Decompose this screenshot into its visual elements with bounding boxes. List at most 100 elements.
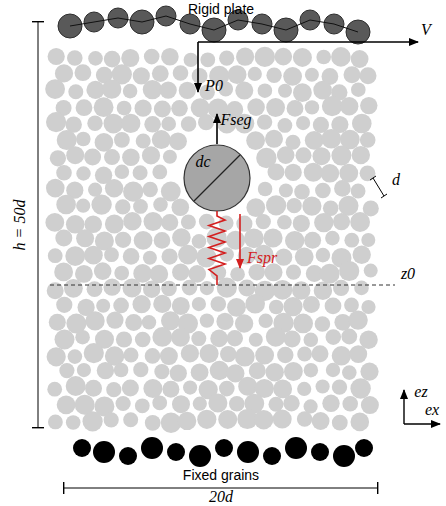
grain xyxy=(248,67,262,81)
grain xyxy=(161,48,179,66)
grain xyxy=(332,415,348,431)
grain xyxy=(193,397,207,411)
grain xyxy=(325,231,340,246)
grain xyxy=(352,146,370,164)
segregation-force-label: Fseg xyxy=(220,112,251,128)
grain xyxy=(322,395,339,412)
grain xyxy=(273,410,292,429)
grain xyxy=(122,379,139,396)
grain xyxy=(59,363,74,378)
grain xyxy=(171,100,188,117)
grain xyxy=(245,294,265,314)
grain xyxy=(321,164,340,183)
grain xyxy=(235,347,255,367)
grain xyxy=(312,412,330,430)
grain xyxy=(355,439,373,457)
grain xyxy=(66,146,84,164)
grain xyxy=(55,230,72,247)
grain xyxy=(322,96,342,116)
grain xyxy=(344,233,359,248)
grain xyxy=(49,314,66,331)
grain-size-bracket xyxy=(381,194,387,198)
grain xyxy=(133,199,148,214)
grain xyxy=(144,49,160,65)
pressure-label: P0 xyxy=(205,78,223,94)
grain xyxy=(259,314,273,328)
grain xyxy=(189,445,211,467)
grain xyxy=(226,231,245,250)
grain xyxy=(197,410,216,429)
grain xyxy=(257,114,272,129)
grain xyxy=(342,396,358,412)
intruder-diameter xyxy=(194,155,240,201)
grain xyxy=(293,48,312,67)
ez-label: ez xyxy=(414,384,427,400)
grain xyxy=(171,328,190,347)
grain xyxy=(266,327,286,347)
grain xyxy=(278,118,293,133)
grain xyxy=(339,164,358,183)
grain xyxy=(220,346,236,362)
grain xyxy=(66,415,81,430)
grain xyxy=(77,363,91,377)
grain xyxy=(277,146,295,164)
grain xyxy=(104,149,120,165)
grain xyxy=(265,130,283,148)
grain xyxy=(172,228,191,247)
grain xyxy=(160,82,177,99)
grain xyxy=(84,148,101,165)
ex-label: ex xyxy=(425,402,439,418)
height-label: h = 50d xyxy=(12,200,28,251)
grain xyxy=(178,412,196,430)
grain xyxy=(340,97,358,115)
grain xyxy=(191,363,209,381)
grain xyxy=(314,213,333,232)
grain xyxy=(133,295,151,313)
grain xyxy=(123,412,138,427)
grain xyxy=(145,348,161,364)
grain xyxy=(360,132,376,148)
grain xyxy=(311,443,329,461)
grain xyxy=(161,117,176,132)
plate-line xyxy=(70,16,358,32)
grain xyxy=(316,50,331,65)
fixed-grains xyxy=(73,437,373,467)
grain xyxy=(315,183,331,199)
grain xyxy=(125,314,142,331)
grain xyxy=(284,362,303,381)
grain xyxy=(285,164,302,181)
grain xyxy=(219,51,234,66)
grain xyxy=(263,228,282,247)
bulk-grains xyxy=(45,47,379,433)
grain xyxy=(210,330,228,348)
grain xyxy=(227,298,246,317)
grain xyxy=(303,296,320,313)
plate-title: Rigid plate xyxy=(188,2,254,16)
grain xyxy=(304,232,321,249)
spring-force-arrow xyxy=(239,214,241,268)
grain xyxy=(163,150,177,164)
grain xyxy=(173,65,189,81)
grain xyxy=(154,232,171,249)
grain xyxy=(121,49,139,67)
grain xyxy=(119,447,137,465)
grain xyxy=(113,298,129,314)
grain xyxy=(161,281,177,297)
grain xyxy=(161,214,178,231)
grain xyxy=(277,347,293,363)
grain xyxy=(230,267,245,282)
grain xyxy=(184,53,198,67)
grain xyxy=(75,330,90,345)
grain xyxy=(115,232,131,248)
grain xyxy=(47,347,66,366)
grain xyxy=(268,163,285,180)
grain xyxy=(238,377,257,396)
grain xyxy=(123,212,141,230)
grain xyxy=(296,116,310,130)
grain xyxy=(339,261,359,281)
grain xyxy=(333,213,350,230)
grain xyxy=(115,165,130,180)
grain xyxy=(178,245,198,265)
grain xyxy=(88,51,103,66)
grain xyxy=(182,280,198,296)
